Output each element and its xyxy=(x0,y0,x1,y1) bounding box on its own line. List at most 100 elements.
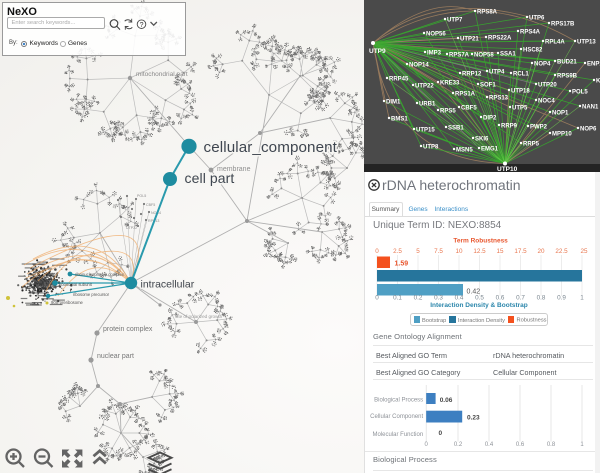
svg-text:UTP6: UTP6 xyxy=(529,16,545,22)
svg-text:5: 5 xyxy=(416,248,420,255)
svg-text:NOP6: NOP6 xyxy=(580,127,597,133)
svg-text:MPP10: MPP10 xyxy=(552,132,572,138)
svg-text:20: 20 xyxy=(537,248,545,255)
svg-text:BMS1: BMS1 xyxy=(391,117,408,123)
svg-text:RPS5: RPS5 xyxy=(440,109,456,115)
svg-text:Biological Process: Biological Process xyxy=(374,398,423,404)
svg-text:HSC82: HSC82 xyxy=(523,48,543,54)
svg-text:0.8: 0.8 xyxy=(537,295,546,302)
svg-text:UTP13: UTP13 xyxy=(577,40,596,46)
svg-text:Molecular Function: Molecular Function xyxy=(372,432,423,438)
svg-text:site of polarized growth: site of polarized growth xyxy=(175,314,223,319)
svg-text:0.2: 0.2 xyxy=(454,442,463,448)
svg-text:17.5: 17.5 xyxy=(514,248,527,255)
svg-text:RPS1A: RPS1A xyxy=(455,92,476,98)
svg-text:ribonucleoprotein complex: ribonucleoprotein complex xyxy=(75,272,125,277)
svg-text:RRP5: RRP5 xyxy=(523,142,540,148)
svg-text:RPS4A: RPS4A xyxy=(520,30,541,36)
svg-text:0.42: 0.42 xyxy=(467,289,481,296)
svg-text:KRE1: KRE1 xyxy=(596,79,600,85)
svg-text:0.23: 0.23 xyxy=(467,415,480,422)
svg-text:NOP14: NOP14 xyxy=(409,63,429,69)
svg-text:UTP22: UTP22 xyxy=(126,226,137,230)
svg-text:intracellular: intracellular xyxy=(141,279,195,291)
svg-text:BUD21: BUD21 xyxy=(557,60,577,66)
svg-text:RPS7A: RPS7A xyxy=(449,53,470,59)
svg-text:SSB1: SSB1 xyxy=(448,126,464,132)
svg-text:POL5: POL5 xyxy=(137,194,146,198)
svg-text:NAN1: NAN1 xyxy=(582,105,599,111)
svg-text:10: 10 xyxy=(455,248,463,255)
svg-text:1: 1 xyxy=(580,442,584,448)
svg-text:12.5: 12.5 xyxy=(473,248,486,255)
svg-text:0.5: 0.5 xyxy=(475,295,484,302)
svg-text:EMG1: EMG1 xyxy=(481,147,499,153)
svg-text:RRP12: RRP12 xyxy=(462,72,482,78)
svg-text:0.6: 0.6 xyxy=(516,442,525,448)
svg-text:ribosome precursor: ribosome precursor xyxy=(73,292,110,297)
svg-text:0.4: 0.4 xyxy=(485,442,494,448)
svg-text:1: 1 xyxy=(580,295,584,302)
svg-text:DIM1: DIM1 xyxy=(386,100,401,106)
svg-text:SOF1: SOF1 xyxy=(480,83,496,89)
svg-text:UTP20: UTP20 xyxy=(538,83,557,89)
svg-text:IMP3: IMP3 xyxy=(427,51,442,57)
svg-text:cellular_component: cellular_component xyxy=(204,139,338,156)
svg-text:0.2: 0.2 xyxy=(414,295,423,302)
svg-text:mitochondrial part: mitochondrial part xyxy=(136,71,188,78)
svg-text:Term Robustness: Term Robustness xyxy=(453,238,508,245)
svg-text:0.6: 0.6 xyxy=(496,295,505,302)
svg-text:UTP10: UTP10 xyxy=(497,166,518,172)
svg-text:0.8: 0.8 xyxy=(547,442,556,448)
svg-text:0.9: 0.9 xyxy=(557,295,566,302)
svg-text:SSA1: SSA1 xyxy=(500,52,516,58)
svg-text:Interaction Density & Bootstra: Interaction Density & Bootstrap xyxy=(430,302,528,309)
svg-text:UTP4: UTP4 xyxy=(489,70,505,76)
svg-text:membrane: membrane xyxy=(217,166,251,173)
svg-text:0.4: 0.4 xyxy=(455,295,464,302)
svg-text:0.06: 0.06 xyxy=(440,397,453,404)
svg-text:URB1: URB1 xyxy=(419,102,436,108)
svg-text:1.59: 1.59 xyxy=(395,261,409,268)
svg-text:25: 25 xyxy=(580,248,588,255)
svg-text:CBF5: CBF5 xyxy=(461,106,477,112)
svg-text:NOP1: NOP1 xyxy=(552,111,569,117)
svg-text:RPS8A: RPS8A xyxy=(477,10,498,16)
svg-text:UTP18: UTP18 xyxy=(511,89,530,95)
svg-text:ENP1: ENP1 xyxy=(587,62,600,68)
svg-text:RPS9B: RPS9B xyxy=(557,74,578,80)
svg-text:UTP15: UTP15 xyxy=(416,128,435,134)
svg-text:Cellular Component: Cellular Component xyxy=(370,414,423,420)
svg-text:cell part: cell part xyxy=(185,170,235,186)
svg-text:0: 0 xyxy=(375,248,379,255)
svg-text:RCL1: RCL1 xyxy=(513,72,529,78)
svg-text:2.5: 2.5 xyxy=(393,248,402,255)
svg-text:0: 0 xyxy=(375,295,379,302)
svg-text:RPS22A: RPS22A xyxy=(488,36,512,42)
svg-text:UTP9: UTP9 xyxy=(369,48,386,55)
svg-text:PWP2: PWP2 xyxy=(530,125,548,131)
svg-text:NOP58: NOP58 xyxy=(474,53,494,59)
svg-text:NOP4: NOP4 xyxy=(534,62,551,68)
svg-text:NOC4: NOC4 xyxy=(538,99,555,105)
svg-text:DIP2: DIP2 xyxy=(483,116,497,122)
svg-text:?: ? xyxy=(140,22,144,29)
svg-text:UTP8: UTP8 xyxy=(423,145,439,151)
svg-text:ribosomal subunit: ribosomal subunit xyxy=(59,282,93,287)
svg-text:90S preribosome: 90S preribosome xyxy=(51,300,84,305)
svg-text:0.7: 0.7 xyxy=(516,295,525,302)
svg-text:nuclear part: nuclear part xyxy=(97,353,134,360)
svg-text:KRE33: KRE33 xyxy=(440,81,460,87)
svg-text:MSN5: MSN5 xyxy=(456,148,473,154)
svg-text:UTP21: UTP21 xyxy=(460,37,479,43)
svg-text:POL5: POL5 xyxy=(572,90,588,96)
svg-text:RPL4A: RPL4A xyxy=(545,40,565,46)
svg-text:SKI6: SKI6 xyxy=(475,137,489,143)
svg-text:CBF5: CBF5 xyxy=(146,203,155,207)
svg-text:7.5: 7.5 xyxy=(434,248,443,255)
svg-text:RRP9: RRP9 xyxy=(501,124,518,130)
svg-text:protein complex: protein complex xyxy=(103,326,153,333)
svg-text:15: 15 xyxy=(496,248,504,255)
svg-text:RPS13: RPS13 xyxy=(489,96,509,102)
svg-text:0: 0 xyxy=(425,442,429,448)
